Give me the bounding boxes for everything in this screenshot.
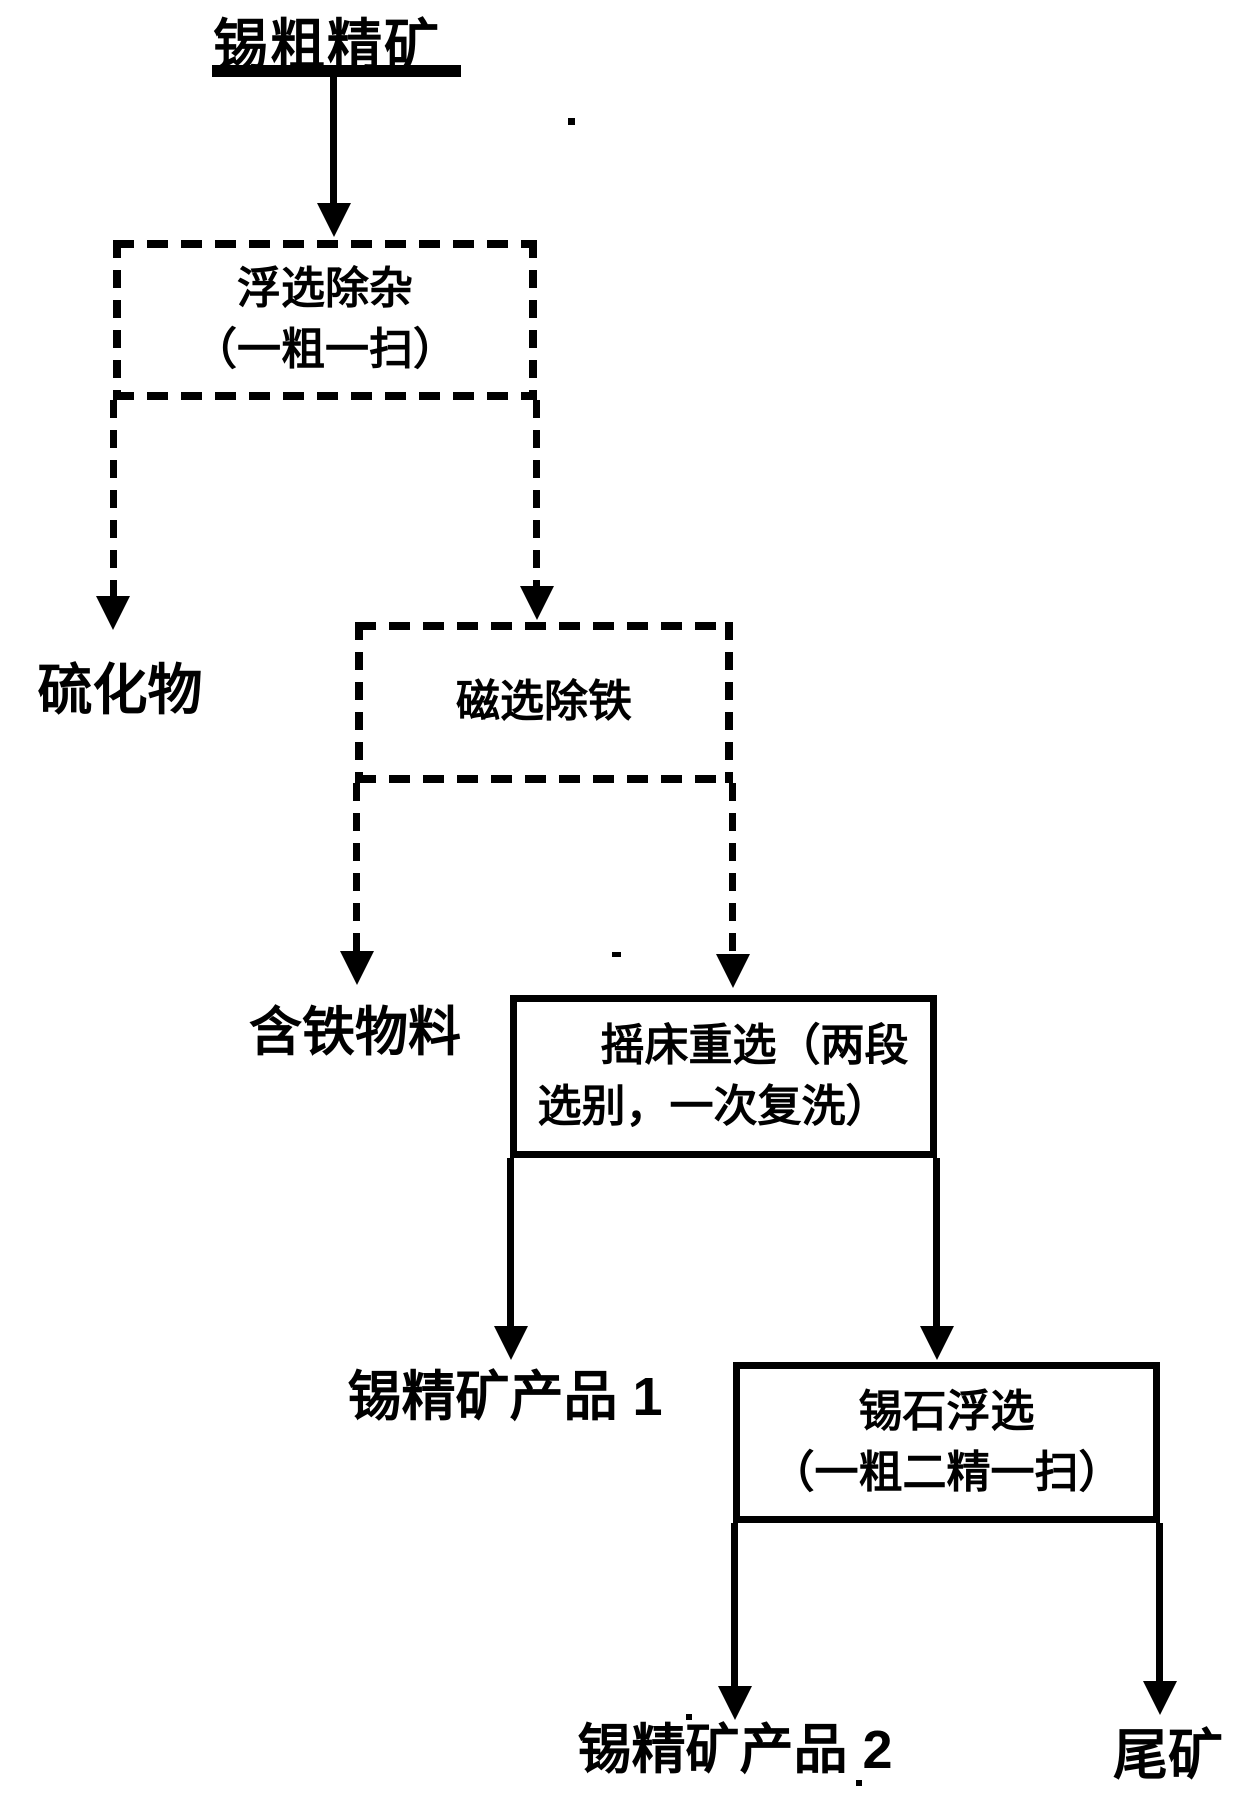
process-box-magnetic: 磁选除铁 (355, 622, 733, 783)
arrow-feed-head (317, 203, 351, 237)
arrow-to-shaking-line (729, 783, 736, 954)
process-box-shaking-table-line2: 选别，一次复洗） (537, 1081, 890, 1131)
noise-dot (856, 1780, 862, 1786)
arrow-to-magnetic-line (533, 400, 540, 586)
process-box-shaking-table-line1: 摇床重选（两段 (600, 1020, 909, 1070)
arrow-to-cassiterite-head (920, 1326, 954, 1360)
arrow-product1-head (494, 1326, 528, 1360)
output-label-product1: 锡精矿产品 1 (347, 1367, 663, 1427)
output-label-sulfide: 硫化物 (37, 659, 203, 721)
noise-dot (612, 952, 621, 957)
arrow-to-cassiterite-line (933, 1158, 940, 1326)
arrow-tailings-head (1143, 1681, 1177, 1715)
process-box-flotation-line1: 浮选除杂 (237, 264, 413, 314)
feed-title-underline (212, 65, 461, 77)
arrow-sulfide-line (110, 400, 117, 598)
arrow-product2-head (718, 1686, 752, 1720)
process-box-cassiterite-line2: （一粗二精一扫） (770, 1447, 1123, 1497)
process-box-cassiterite: 锡石浮选 （一粗二精一扫） (733, 1362, 1160, 1523)
arrow-sulfide-head (96, 596, 130, 630)
arrow-iron-head (340, 951, 374, 985)
output-label-tailings: 尾矿 (1112, 1724, 1223, 1786)
arrow-to-shaking-head (716, 954, 750, 988)
noise-dot (568, 118, 575, 125)
arrow-feed-line (330, 77, 337, 205)
arrow-iron-line (353, 783, 360, 951)
process-box-shaking-table: 摇床重选（两段 选别，一次复洗） (510, 995, 937, 1158)
output-label-product2: 锡精矿产品 2 (577, 1720, 893, 1780)
process-box-cassiterite-line1: 锡石浮选 (858, 1386, 1035, 1436)
arrow-product2-line (731, 1523, 738, 1686)
output-label-iron: 含铁物料 (249, 1003, 461, 1062)
process-box-flotation-line2: （一粗一扫） (193, 325, 457, 374)
arrow-tailings-line (1156, 1523, 1163, 1681)
process-box-magnetic-line1: 磁选除铁 (456, 677, 632, 727)
process-box-flotation: 浮选除杂 （一粗一扫） (113, 240, 537, 400)
arrow-to-magnetic-head (520, 586, 554, 620)
noise-dot (686, 1714, 692, 1720)
arrow-product1-line (507, 1158, 514, 1328)
